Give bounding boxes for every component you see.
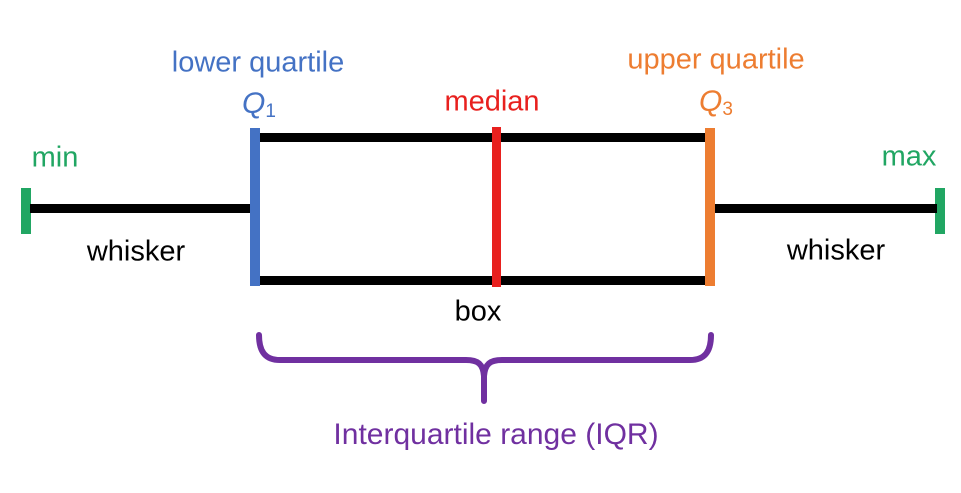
q3-subscript: 3 bbox=[722, 99, 733, 121]
upper-quartile-label: upper quartile bbox=[627, 43, 805, 76]
whisker-left-label: whisker bbox=[86, 235, 186, 268]
max-cap-line bbox=[935, 188, 945, 234]
median-line bbox=[492, 127, 501, 287]
min-label: min bbox=[31, 141, 79, 174]
q1-subscript: 1 bbox=[265, 101, 276, 123]
iqr-brace-path bbox=[256, 332, 714, 404]
q1-label: Q1 bbox=[242, 86, 276, 123]
max-label: max bbox=[881, 140, 937, 173]
box-bottom-edge bbox=[252, 276, 715, 285]
q1-line bbox=[250, 128, 260, 286]
box-label: box bbox=[454, 295, 502, 328]
median-label: median bbox=[444, 85, 540, 118]
q3-letter: Q bbox=[699, 84, 723, 118]
q3-line bbox=[705, 128, 715, 286]
iqr-label: Interquartile range (IQR) bbox=[333, 418, 659, 451]
box-top-edge bbox=[252, 133, 715, 142]
left-whisker-line bbox=[30, 204, 253, 213]
lower-quartile-label: lower quartile bbox=[171, 46, 345, 79]
q3-label: Q3 bbox=[699, 84, 733, 121]
q1-letter: Q bbox=[242, 86, 266, 120]
whisker-right-label: whisker bbox=[786, 234, 886, 267]
right-whisker-line bbox=[714, 204, 937, 213]
min-cap-line bbox=[21, 188, 31, 234]
